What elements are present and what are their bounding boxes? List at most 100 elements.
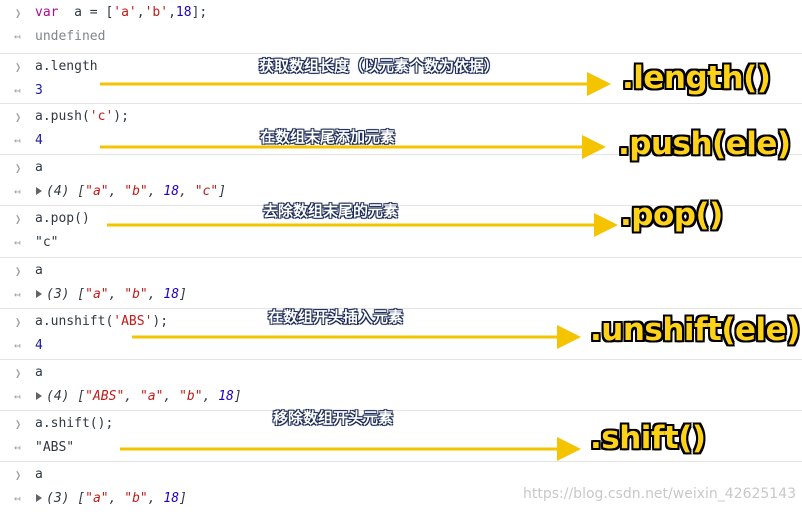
array-count: (4) [ [46, 184, 86, 199]
code-token: , [168, 5, 176, 20]
code-token: ); [113, 109, 129, 124]
method-label-pop: .pop() [620, 197, 723, 233]
code-token: ]; [191, 5, 208, 20]
input-prompt-icon: ❯ [15, 161, 21, 175]
output-return-icon: ↤ [14, 390, 21, 403]
output-value: "ABS" [35, 440, 75, 455]
annotation-label-push: 在数组末尾添加元素 [260, 128, 396, 146]
annotation-label-shift: 移除数组开头元素 [273, 409, 394, 427]
output-value: 4 [35, 133, 43, 148]
console-entry: ❯ a.shift(); ↤ "ABS" [0, 410, 802, 461]
output-return-icon: ↤ [14, 441, 21, 454]
code-token: a [35, 263, 43, 278]
array-item: "b" [124, 491, 148, 506]
output-return-icon: ↤ [14, 185, 21, 198]
array-item: 18 [163, 287, 180, 302]
console-entry: ❯ a.pop() ↤ "c" [0, 205, 802, 256]
output-value: 4 [35, 338, 43, 353]
expand-triangle-icon[interactable] [36, 494, 42, 502]
output-return-icon: ↤ [14, 236, 21, 249]
array-count: (3) [ [46, 491, 86, 506]
array-item: "b" [124, 184, 148, 199]
code-token: 'c' [89, 109, 114, 124]
console-input-text: a.pop() [35, 209, 90, 229]
output-return-icon: ↤ [14, 134, 21, 147]
array-item: "ABS" [85, 389, 125, 404]
input-prompt-icon: ❯ [15, 110, 21, 124]
array-item: 18 [163, 491, 180, 506]
output-return-icon: ↤ [14, 288, 21, 301]
console-input-text: a [35, 363, 43, 383]
console-output-text: (4) ["a", "b", 18, "c"] [36, 182, 226, 202]
array-count: (4) [ [46, 389, 86, 404]
console-output-text: 4 [35, 131, 43, 151]
console-entry: ❯ a.push('c'); ↤ 4 [0, 103, 802, 154]
expand-triangle-icon[interactable] [36, 187, 42, 195]
code-token: a.length [35, 59, 98, 74]
input-prompt-icon: ❯ [15, 60, 21, 74]
code-token: 'a' [113, 5, 137, 20]
console-entry: ❯ a ↤ (3) ["a", "b", 18] [0, 257, 802, 308]
annotation-label-pop: 去除数组末尾的元素 [263, 202, 399, 220]
output-return-icon: ↤ [14, 339, 21, 352]
array-item: "c" [194, 184, 219, 199]
code-token: a [35, 160, 43, 175]
console-input-text: var a = ['a','b',18]; [35, 3, 207, 23]
input-prompt-icon: ❯ [15, 417, 21, 431]
console-output-text: (3) ["a", "b", 18] [36, 489, 187, 509]
expand-triangle-icon[interactable] [36, 392, 42, 400]
array-item: 18 [163, 184, 180, 199]
array-count: (3) [ [46, 287, 86, 302]
console-input-text: a [35, 465, 43, 485]
output-return-icon: ↤ [14, 30, 21, 43]
method-label-push: .push(ele) [618, 126, 791, 162]
console-input-text: a [35, 158, 43, 178]
expand-triangle-icon[interactable] [36, 290, 42, 298]
method-label-length: .length() [622, 60, 771, 96]
code-token: a.unshift( [35, 314, 114, 329]
input-prompt-icon: ❯ [15, 468, 21, 482]
code-token: 'ABS' [113, 314, 153, 329]
array-item: "b" [179, 389, 203, 404]
code-token: ); [152, 314, 169, 329]
code-token: a = [ [58, 5, 114, 20]
output-return-icon: ↤ [14, 492, 21, 505]
console-input-text: a.push('c'); [35, 107, 129, 127]
output-value: undefined [35, 29, 106, 44]
input-prompt-icon: ❯ [15, 264, 21, 278]
array-item: "a" [85, 491, 109, 506]
console-entry: ❯ a ↤ (4) ["a", "b", 18, "c"] [0, 154, 802, 205]
console-output-text: (4) ["ABS", "a", "b", 18] [36, 387, 242, 407]
console-output-text: (3) ["a", "b", 18] [36, 285, 187, 305]
console-entry: ❯a↤(4) ["ABS", "a", "b", 18] [0, 359, 802, 410]
console-input-text: a.shift(); [35, 414, 113, 434]
code-token: a.pop() [35, 211, 90, 226]
array-item: "a" [139, 389, 164, 404]
input-prompt-icon: ❯ [15, 315, 21, 329]
array-item: "a" [85, 287, 109, 302]
watermark: https://blog.csdn.net/weixin_42625143 [523, 486, 797, 502]
output-value: 3 [35, 83, 43, 98]
console-input-text: a.unshift('ABS'); [35, 312, 168, 332]
console-output-text: "ABS" [35, 438, 74, 458]
code-token: , [136, 5, 145, 20]
code-token: a.push( [35, 109, 90, 124]
console-entry: ❯ a.unshift('ABS'); ↤ 4 [0, 308, 802, 359]
code-token: 'b' [144, 5, 169, 20]
array-item: "b" [124, 287, 148, 302]
console-entry: ❯a.length↤3 [0, 53, 802, 104]
annotation-label-length: 获取数组长度（以元素个数为依据） [259, 57, 500, 75]
console-output-text: 4 [35, 336, 43, 356]
output-value: "c" [35, 235, 59, 250]
console-input-text: a [35, 261, 43, 281]
array-item: 18 [218, 389, 234, 404]
console-entry: ❯ a ↤ (3) ["a", "b", 18] [0, 461, 802, 512]
code-token: a.shift(); [35, 416, 114, 431]
console-input-text: a.length [35, 57, 98, 77]
array-item: "a" [85, 184, 109, 199]
method-label-shift: .shift() [590, 420, 706, 456]
input-prompt-icon: ❯ [15, 212, 21, 226]
console-output-text: 3 [35, 81, 43, 101]
